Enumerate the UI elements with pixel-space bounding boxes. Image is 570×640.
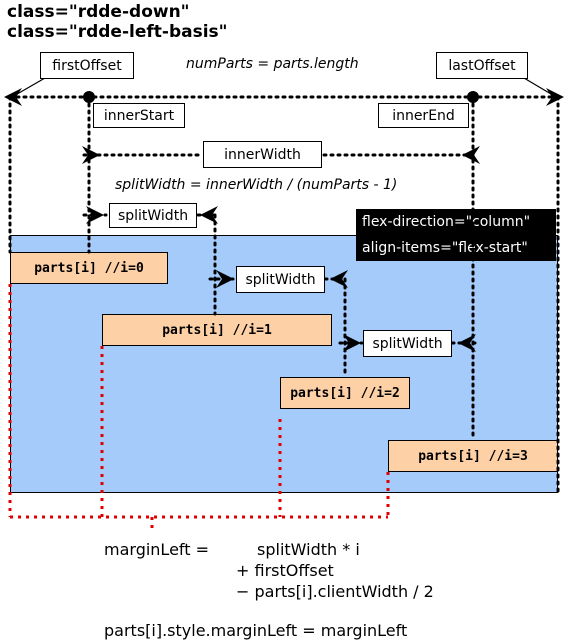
split-width-formula: splitWidth = innerWidth / (numParts - 1) bbox=[115, 177, 398, 193]
header-class-down: class="rdde-down" bbox=[7, 2, 190, 22]
num-parts-formula: numParts = parts.length bbox=[186, 56, 359, 72]
part-3: parts[i] //i=3 bbox=[388, 440, 558, 472]
formula-line-3: − parts[i].clientWidth / 2 bbox=[236, 582, 434, 601]
inner-start-label: innerStart bbox=[93, 103, 185, 128]
formula-assignment: parts[i].style.marginLeft = marginLeft bbox=[104, 621, 408, 640]
inner-end-label: innerEnd bbox=[378, 103, 469, 128]
inner-start-dot bbox=[83, 91, 95, 103]
inner-end-dot bbox=[467, 91, 479, 103]
align-items-label: align-items="flex-start" bbox=[356, 235, 556, 261]
part-2: parts[i] //i=2 bbox=[280, 377, 410, 409]
formula-line-2: + firstOffset bbox=[236, 561, 334, 580]
first-offset-label: firstOffset bbox=[40, 52, 134, 79]
split-width-label-2: splitWidth bbox=[236, 266, 325, 293]
margin-lines bbox=[8, 284, 390, 532]
last-offset-label: lastOffset bbox=[436, 52, 528, 79]
header-class-left-basis: class="rdde-left-basis" bbox=[7, 22, 228, 42]
formula-lhs: marginLeft = bbox=[104, 540, 210, 559]
inner-width-label: innerWidth bbox=[203, 141, 322, 168]
flex-direction-label: flex-direction="column" bbox=[356, 209, 556, 235]
split-width-label-3: splitWidth bbox=[363, 330, 452, 357]
split-width-label-1: splitWidth bbox=[109, 203, 197, 228]
part-1: parts[i] //i=1 bbox=[102, 314, 332, 346]
formula-line-1: splitWidth * i bbox=[257, 540, 360, 559]
